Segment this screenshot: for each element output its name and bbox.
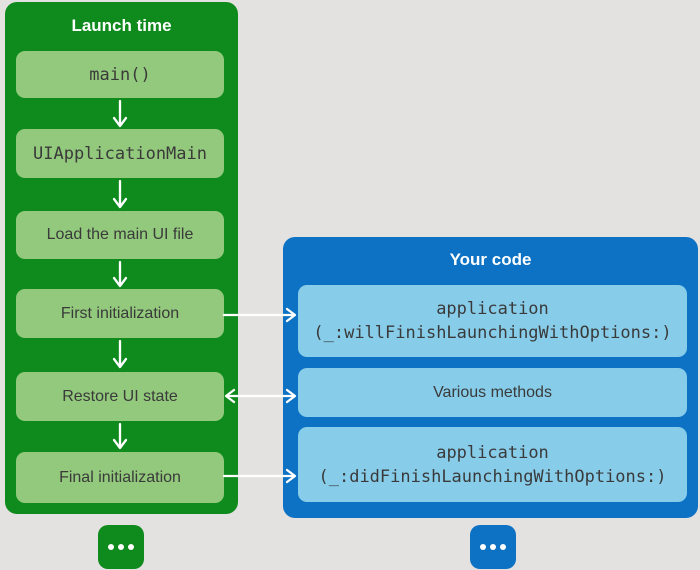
method-box-did-finish-launching: application (_:didFinishLaunchingWithOpt… xyxy=(298,427,687,502)
ellipsis-icon xyxy=(480,544,506,550)
step-box-uiapplicationmain: UIApplicationMain xyxy=(16,129,224,178)
your-code-panel-title: Your code xyxy=(449,250,532,269)
method-box-will-finish-launching: application (_:willFinishLaunchingWithOp… xyxy=(298,285,687,357)
launch-more-badge xyxy=(98,525,144,569)
step-box-restore-ui-state: Restore UI state xyxy=(16,372,224,421)
step-box-main: main() xyxy=(16,51,224,98)
step-box-final-initialization: Final initialization xyxy=(16,452,224,503)
your-code-more-badge xyxy=(470,525,516,569)
step-box-first-initialization: First initialization xyxy=(16,289,224,338)
launch-time-panel-title: Launch time xyxy=(71,16,172,35)
ellipsis-icon xyxy=(108,544,134,550)
method-box-various-methods: Various methods xyxy=(298,368,687,417)
step-box-load-main-ui-file: Load the main UI file xyxy=(16,211,224,259)
